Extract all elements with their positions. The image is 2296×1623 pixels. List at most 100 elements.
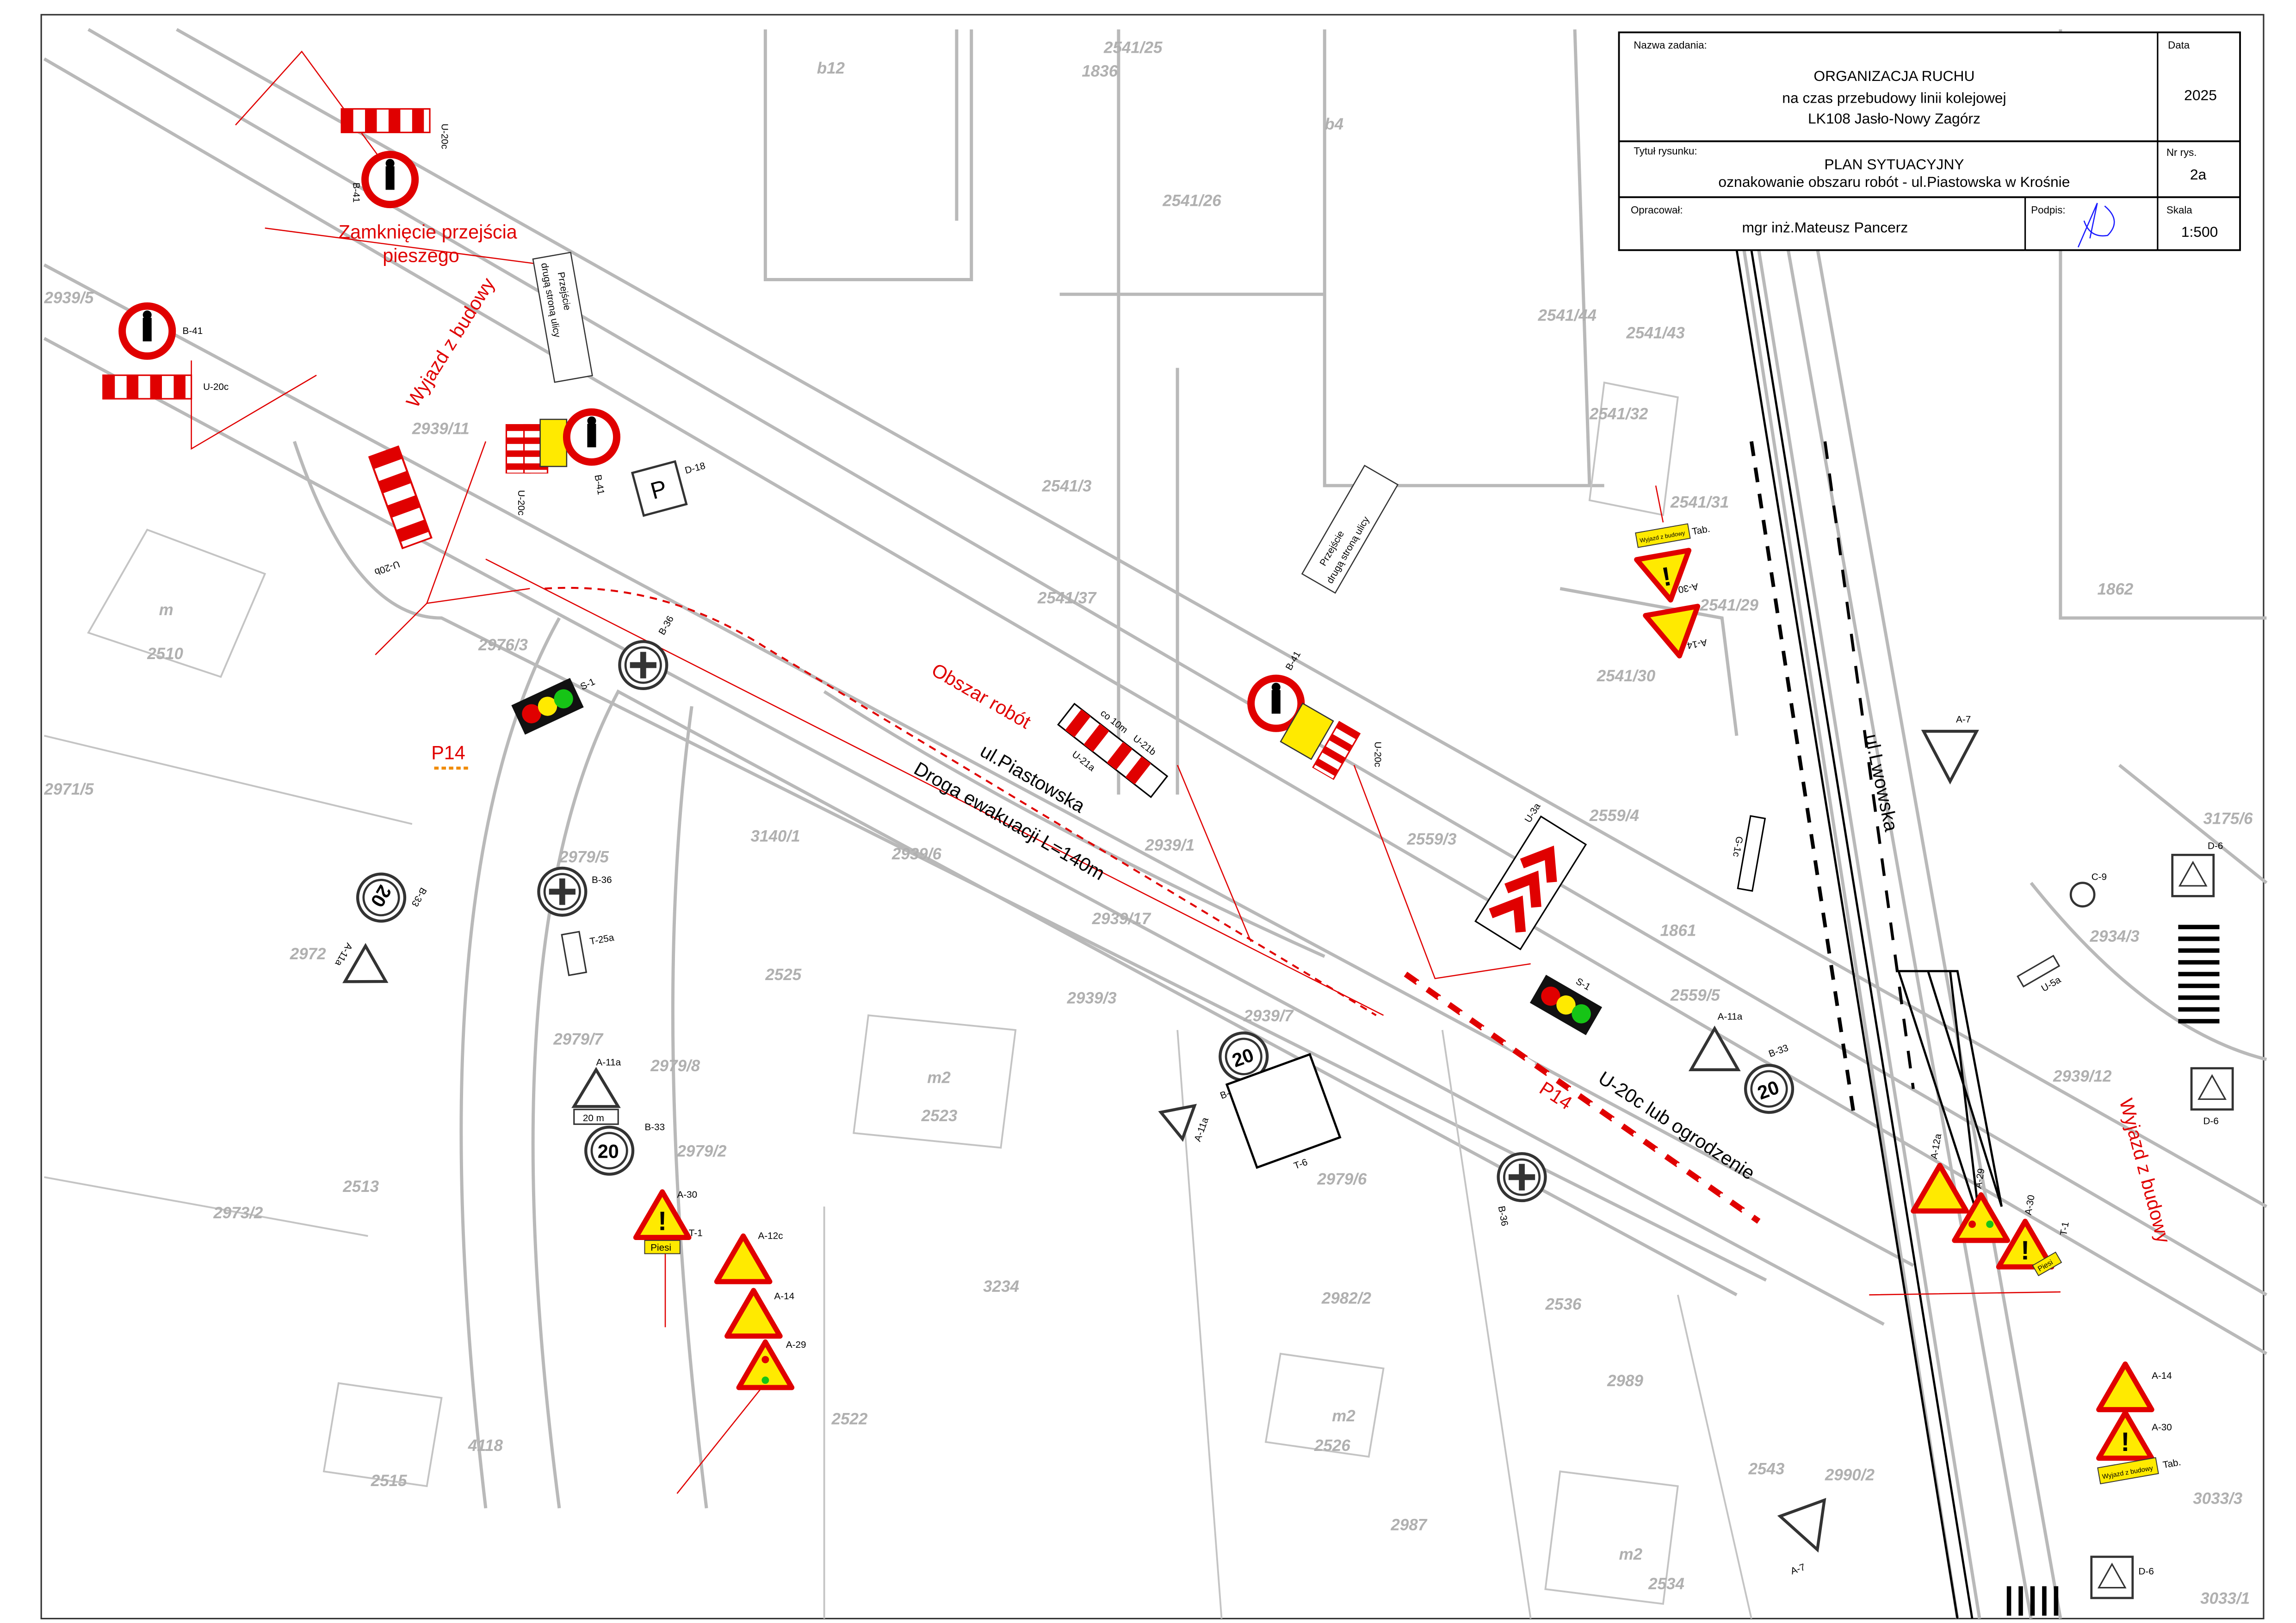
drawing-frame — [40, 14, 2265, 1620]
sign-code-label: B-33 — [644, 1122, 665, 1132]
parcel-label: 2939/17 — [1092, 910, 1151, 928]
sign-code-label: B-33 — [409, 886, 429, 908]
parcel-label: 2976/3 — [478, 636, 528, 654]
parcel-label: m2 — [927, 1068, 951, 1086]
parcel-label: 2541/25 — [1103, 39, 1163, 57]
task-subtitle: na czas przebudowy linii kolejowej — [1782, 90, 2006, 106]
sign-code-label: T-1 — [2058, 1221, 2071, 1236]
sign-code-label: S-1 — [579, 676, 597, 692]
traffic-light-s1: S-1 — [511, 676, 597, 735]
drawing-subtitle: oznakowanie obszaru robót - ul.Piastowsk… — [1718, 173, 2070, 190]
sign-code-label: B-36 — [656, 614, 676, 637]
parcel-labels: b12 1836 2541/25 b4 2541/26 2939/5 2939/… — [44, 39, 2253, 1608]
sign-code-label: B-41 — [592, 474, 606, 495]
parcel-label: 2541/30 — [1597, 667, 1656, 685]
sign-code-label: Piesi — [650, 1242, 671, 1253]
work-area-label: Obszar robót — [928, 659, 1034, 733]
parcel-label: 2513 — [342, 1178, 379, 1196]
parcel-label: 3033/1 — [2200, 1590, 2250, 1608]
sign-code-label: A-14 — [1686, 637, 1708, 651]
parcel-label: 2526 — [1314, 1437, 1350, 1455]
task-title: ORGANIZACJA RUCHU — [1813, 68, 1974, 84]
sign-code-label: B-36 — [592, 875, 612, 885]
signature-label: Podpis: — [2031, 204, 2065, 216]
sign-code-label: B-41 — [183, 326, 203, 336]
drawing-no-value: 2a — [2190, 166, 2207, 183]
task-line: LK108 Jasło-Nowy Zagórz — [1808, 110, 1980, 127]
author-label: Opracował: — [1631, 204, 1683, 216]
exclamation-icon: ! — [2021, 1236, 2030, 1265]
sign-code-label: U-20c — [203, 382, 229, 392]
parcel-label: 2541/44 — [1538, 307, 1597, 325]
sign-code-label: S-1 — [1574, 976, 1592, 993]
barrier-u20c: U-20c — [1312, 721, 1383, 780]
sign-code-label: C-9 — [2092, 871, 2107, 882]
parcel-label: 2541/32 — [1589, 405, 1648, 423]
parcel-label: 1862 — [2097, 580, 2133, 598]
parcel-label: 2525 — [765, 966, 801, 984]
sign-code-label: T-1 — [689, 1228, 703, 1238]
parcel-label: 2979/6 — [1317, 1170, 1367, 1188]
traffic-light-warning-a29: A-29 — [739, 1339, 806, 1388]
parcel-label: 2982/2 — [1321, 1290, 1372, 1308]
crossing-sign-d6: D-6 — [2090, 1555, 2154, 1599]
parcel-label: 2510 — [147, 645, 183, 663]
scale-value: 1:500 — [2181, 223, 2218, 240]
parcel-label: 3234 — [983, 1277, 1019, 1296]
sign-code-label: U-5a — [2039, 974, 2063, 994]
sign-code-label: T-25a — [589, 932, 615, 947]
sign-code-label: Tab. — [1691, 524, 1711, 537]
closure-note: Zamknięcie przejścia — [339, 221, 517, 242]
barrier-u20c: U-20c — [516, 424, 549, 515]
parcel-label: m2 — [1332, 1407, 1355, 1425]
sign-code-label: A-14 — [774, 1291, 794, 1302]
sign-code-label: U-20b — [373, 559, 401, 578]
parcel-label: 1861 — [1660, 921, 1696, 939]
parcel-label: 1836 — [1082, 62, 1118, 80]
sign-code-label: A-30 — [2023, 1194, 2037, 1216]
warning-sign-a11a: A-11a — [1158, 1104, 1211, 1143]
parcel-label: 2979/5 — [559, 848, 609, 866]
drawing-no-label: Nr rys. — [2166, 147, 2197, 158]
parcel-label: b12 — [817, 59, 845, 77]
end-of-restrictions-sign-b36: B-36 — [538, 868, 612, 915]
sign-code-label: D-18 — [684, 460, 706, 476]
sign-code-label: T-6 — [1293, 1157, 1309, 1172]
scale-label: Skala — [2166, 204, 2192, 216]
signs: U-20c B-41 B-41 U-20c U-20b U-20c Przejś… — [102, 108, 2234, 1616]
crossing-note-board: Przejście drugą stroną ulicy — [532, 252, 593, 383]
drawing-title-label: Tytuł rysunku: — [1634, 145, 1697, 157]
parcel-label: 2522 — [831, 1410, 868, 1428]
parcel-label: 3175/6 — [2203, 810, 2253, 828]
parking-sign-d18: P D-18 — [631, 460, 706, 517]
sign-code-label: A-11a — [1192, 1116, 1211, 1143]
street-label-lwowska: ul.Lwowska — [1861, 732, 1902, 833]
sign-code-label: A-7 — [1789, 1561, 1807, 1577]
chevron-board-u3a: U-3a — [1474, 801, 1587, 950]
parcel-label: 3033/3 — [2193, 1489, 2243, 1507]
sign-code-label: A-30 — [1677, 581, 1699, 595]
warning-sign-a7: A-7 — [1777, 1498, 1826, 1577]
sign-code-label: A-14 — [2152, 1370, 2172, 1381]
parcel-label: 2973/2 — [213, 1204, 263, 1222]
parcel-label: 3140/1 — [751, 827, 800, 845]
parcel-label: 2536 — [1545, 1295, 1581, 1313]
parcel-label: 2541/43 — [1626, 324, 1685, 342]
signature — [2077, 203, 2115, 247]
parcel-label: 2989 — [1607, 1372, 1643, 1390]
barrier-post-u5a: U-5a — [2017, 955, 2063, 994]
parcel-label: 2939/6 — [891, 845, 942, 863]
barrier-u20c: U-20c — [340, 108, 450, 149]
warning-sign-a30: !A-30 — [2099, 1413, 2172, 1458]
parcel-label: 2541/3 — [1041, 477, 1092, 495]
parcel-label: 2971/5 — [44, 780, 94, 798]
parcel-label: 2987 — [1390, 1516, 1427, 1534]
sign-code-label: 20 m — [583, 1113, 604, 1123]
date-value: 2025 — [2184, 86, 2217, 103]
sign-code-label: D-6 — [2208, 841, 2223, 852]
